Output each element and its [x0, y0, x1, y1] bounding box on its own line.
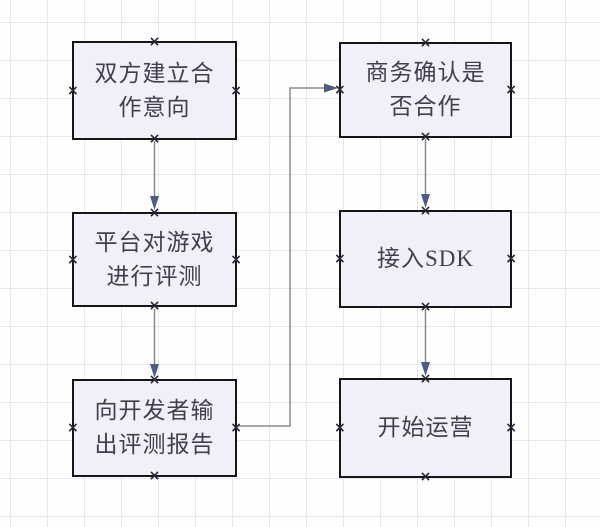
- connection-point-icon: ×: [148, 468, 161, 484]
- arrowhead-icon: [150, 364, 159, 378]
- connection-point-icon: ×: [505, 251, 517, 267]
- arrowhead-icon: [421, 362, 430, 376]
- flow-node-establish-cooperation: × × × × 双方建立合作意向: [67, 35, 242, 146]
- connection-point-icon: ×: [505, 82, 517, 98]
- arrowhead-icon: [150, 196, 159, 210]
- connector-line: [238, 87, 324, 427]
- connection-point-icon: ×: [148, 372, 161, 388]
- flow-node-platform-evaluate: × × × × 平台对游戏进行评测: [67, 206, 242, 313]
- arrowhead-icon: [421, 194, 430, 208]
- connection-point-icon: ×: [419, 129, 432, 145]
- connection-point-icon: ×: [148, 34, 161, 50]
- flow-node-start-operation: × × × × 开始运营: [334, 372, 517, 484]
- connection-point-icon: ×: [148, 205, 161, 221]
- connection-point-icon: ×: [230, 420, 242, 436]
- connection-point-icon: ×: [419, 469, 432, 485]
- connection-point-icon: ×: [334, 82, 346, 98]
- connection-point-icon: ×: [419, 203, 432, 219]
- flow-node-output-report: × × × × 向开发者输出评测报告: [67, 373, 242, 483]
- connector-n2-n3: [150, 309, 159, 378]
- node-label: 接入SDK: [376, 246, 474, 271]
- connection-point-icon: ×: [148, 131, 161, 147]
- connection-point-icon: ×: [505, 420, 517, 436]
- node-label: 商务确认是否合作: [365, 60, 486, 119]
- node-label: 双方建立合作意向: [94, 60, 215, 120]
- connection-point-icon: ×: [334, 420, 346, 436]
- connection-point-icon: ×: [67, 251, 79, 268]
- connection-point-icon: ×: [148, 298, 161, 314]
- node-label: 开始运营: [377, 415, 474, 440]
- connection-point-icon: ×: [419, 371, 432, 387]
- connection-point-icon: ×: [419, 299, 432, 315]
- connection-point-icon: ×: [67, 82, 79, 99]
- connection-point-icon: ×: [230, 251, 242, 268]
- connector-n1-n2: [150, 141, 159, 210]
- arrowhead-icon: [324, 83, 338, 93]
- connection-point-icon: ×: [67, 420, 79, 436]
- node-label: 平台对游戏进行评测: [94, 229, 215, 289]
- node-label: 向开发者输出评测报告: [94, 398, 215, 457]
- flow-node-integrate-sdk: × × × × 接入SDK: [334, 204, 517, 314]
- connection-point-icon: ×: [419, 35, 432, 51]
- connection-point-icon: ×: [230, 82, 242, 99]
- connection-point-icon: ×: [334, 251, 346, 267]
- flow-node-business-confirm: × × × × 商务确认是否合作: [334, 36, 517, 144]
- connector-n5-n6: [421, 309, 430, 376]
- connector-n4-n5: [421, 139, 430, 208]
- connector-n3-n4: [238, 83, 338, 427]
